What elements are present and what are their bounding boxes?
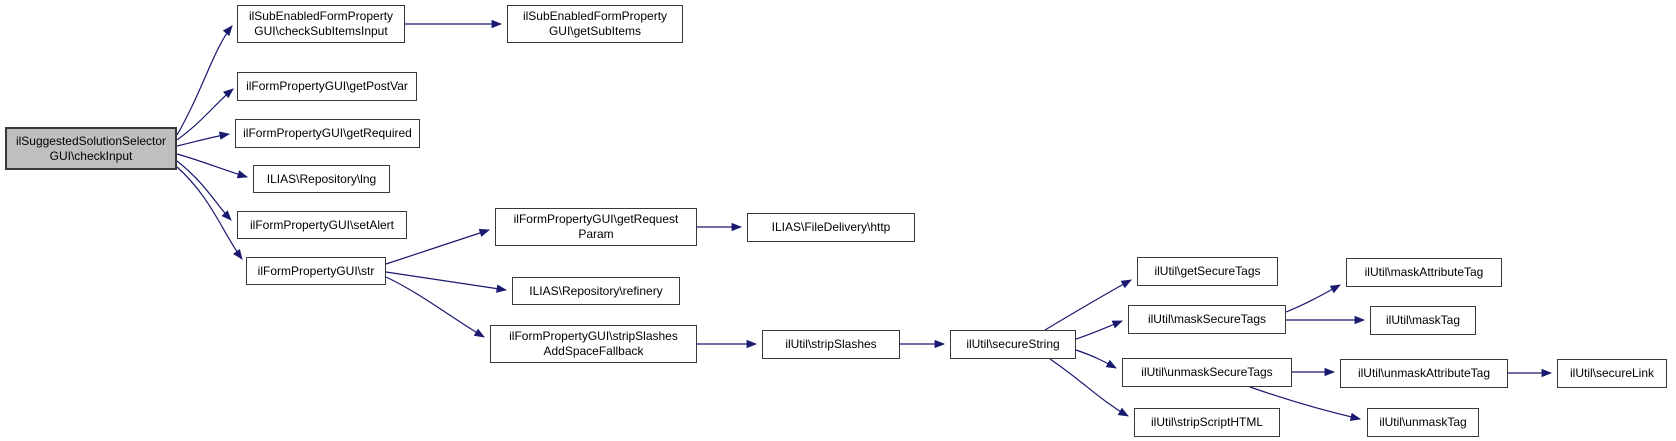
node-ilUtil-getSecureTags[interactable]: ilUtil\getSecureTags bbox=[1137, 257, 1278, 286]
node-ILIAS-Repository-refinery[interactable]: ILIAS\Repository\refinery bbox=[512, 277, 680, 305]
node-ilSuggestedSolutionSelectorGUI-checkInput[interactable]: ilSuggestedSolutionSelector GUI\checkInp… bbox=[5, 127, 177, 170]
node-ilUtil-unmaskSecureTags[interactable]: ilUtil\unmaskSecureTags bbox=[1122, 358, 1292, 387]
node-ilFormPropertyGUI-getPostVar[interactable]: ilFormPropertyGUI\getPostVar bbox=[237, 72, 417, 101]
node-ilSubEnabledFormPropertyGUI-getSubItems[interactable]: ilSubEnabledFormProperty GUI\getSubItems bbox=[507, 5, 683, 43]
node-ilUtil-secureLink[interactable]: ilUtil\secureLink bbox=[1557, 359, 1667, 388]
node-ilFormPropertyGUI-stripSlashesAddSpaceFallback[interactable]: ilFormPropertyGUI\stripSlashes AddSpaceF… bbox=[490, 325, 697, 363]
edge-str-to-refinery bbox=[385, 271, 508, 293]
edge-secureString-to-stripScriptHTML bbox=[1049, 358, 1129, 417]
node-ILIAS-FileDelivery-http[interactable]: ILIAS\FileDelivery\http bbox=[747, 213, 915, 242]
node-ilUtil-stripSlashes[interactable]: ilUtil\stripSlashes bbox=[762, 330, 900, 359]
node-ilFormPropertyGUI-getRequestParam[interactable]: ilFormPropertyGUI\getRequest Param bbox=[495, 208, 697, 246]
edge-secureString-to-maskSecureTags bbox=[1075, 320, 1123, 340]
edge-checkInput-to-str bbox=[176, 166, 243, 260]
node-ilUtil-maskAttributeTag[interactable]: ilUtil\maskAttributeTag bbox=[1346, 258, 1502, 287]
edge-secureString-to-getSecureTags bbox=[1044, 279, 1132, 331]
node-ilFormPropertyGUI-setAlert[interactable]: ilFormPropertyGUI\setAlert bbox=[237, 211, 407, 239]
edge-str-to-stripSlashesAddSpaceFallback bbox=[385, 276, 485, 338]
node-ilFormPropertyGUI-getRequired[interactable]: ilFormPropertyGUI\getRequired bbox=[235, 119, 420, 148]
edge-checkInput-to-checkSubItemsInput bbox=[176, 25, 233, 136]
node-ilUtil-unmaskTag[interactable]: ilUtil\unmaskTag bbox=[1367, 408, 1479, 437]
edge-maskSecureTags-to-maskAttributeTag bbox=[1285, 284, 1341, 313]
node-ilUtil-unmaskAttributeTag[interactable]: ilUtil\unmaskAttributeTag bbox=[1340, 359, 1508, 388]
node-ilSubEnabledFormPropertyGUI-checkSubItemsInput[interactable]: ilSubEnabledFormProperty GUI\checkSubIte… bbox=[237, 5, 405, 43]
node-ilUtil-stripScriptHTML[interactable]: ilUtil\stripScriptHTML bbox=[1134, 408, 1280, 437]
edge-secureString-to-unmaskSecureTags bbox=[1075, 349, 1117, 369]
node-ilUtil-secureString[interactable]: ilUtil\secureString bbox=[950, 330, 1076, 359]
edge-checkInput-to-setAlert bbox=[176, 160, 232, 221]
node-ilFormPropertyGUI-str[interactable]: ilFormPropertyGUI\str bbox=[246, 257, 386, 285]
node-ilUtil-maskTag[interactable]: ilUtil\maskTag bbox=[1370, 306, 1476, 335]
node-ilUtil-maskSecureTags[interactable]: ilUtil\maskSecureTags bbox=[1128, 305, 1286, 334]
edge-checkInput-to-lng bbox=[176, 153, 249, 179]
edge-checkInput-to-getRequired bbox=[176, 131, 231, 147]
edge-checkInput-to-getPostVar bbox=[176, 88, 234, 141]
node-ILIAS-Repository-lng[interactable]: ILIAS\Repository\lng bbox=[253, 165, 390, 193]
